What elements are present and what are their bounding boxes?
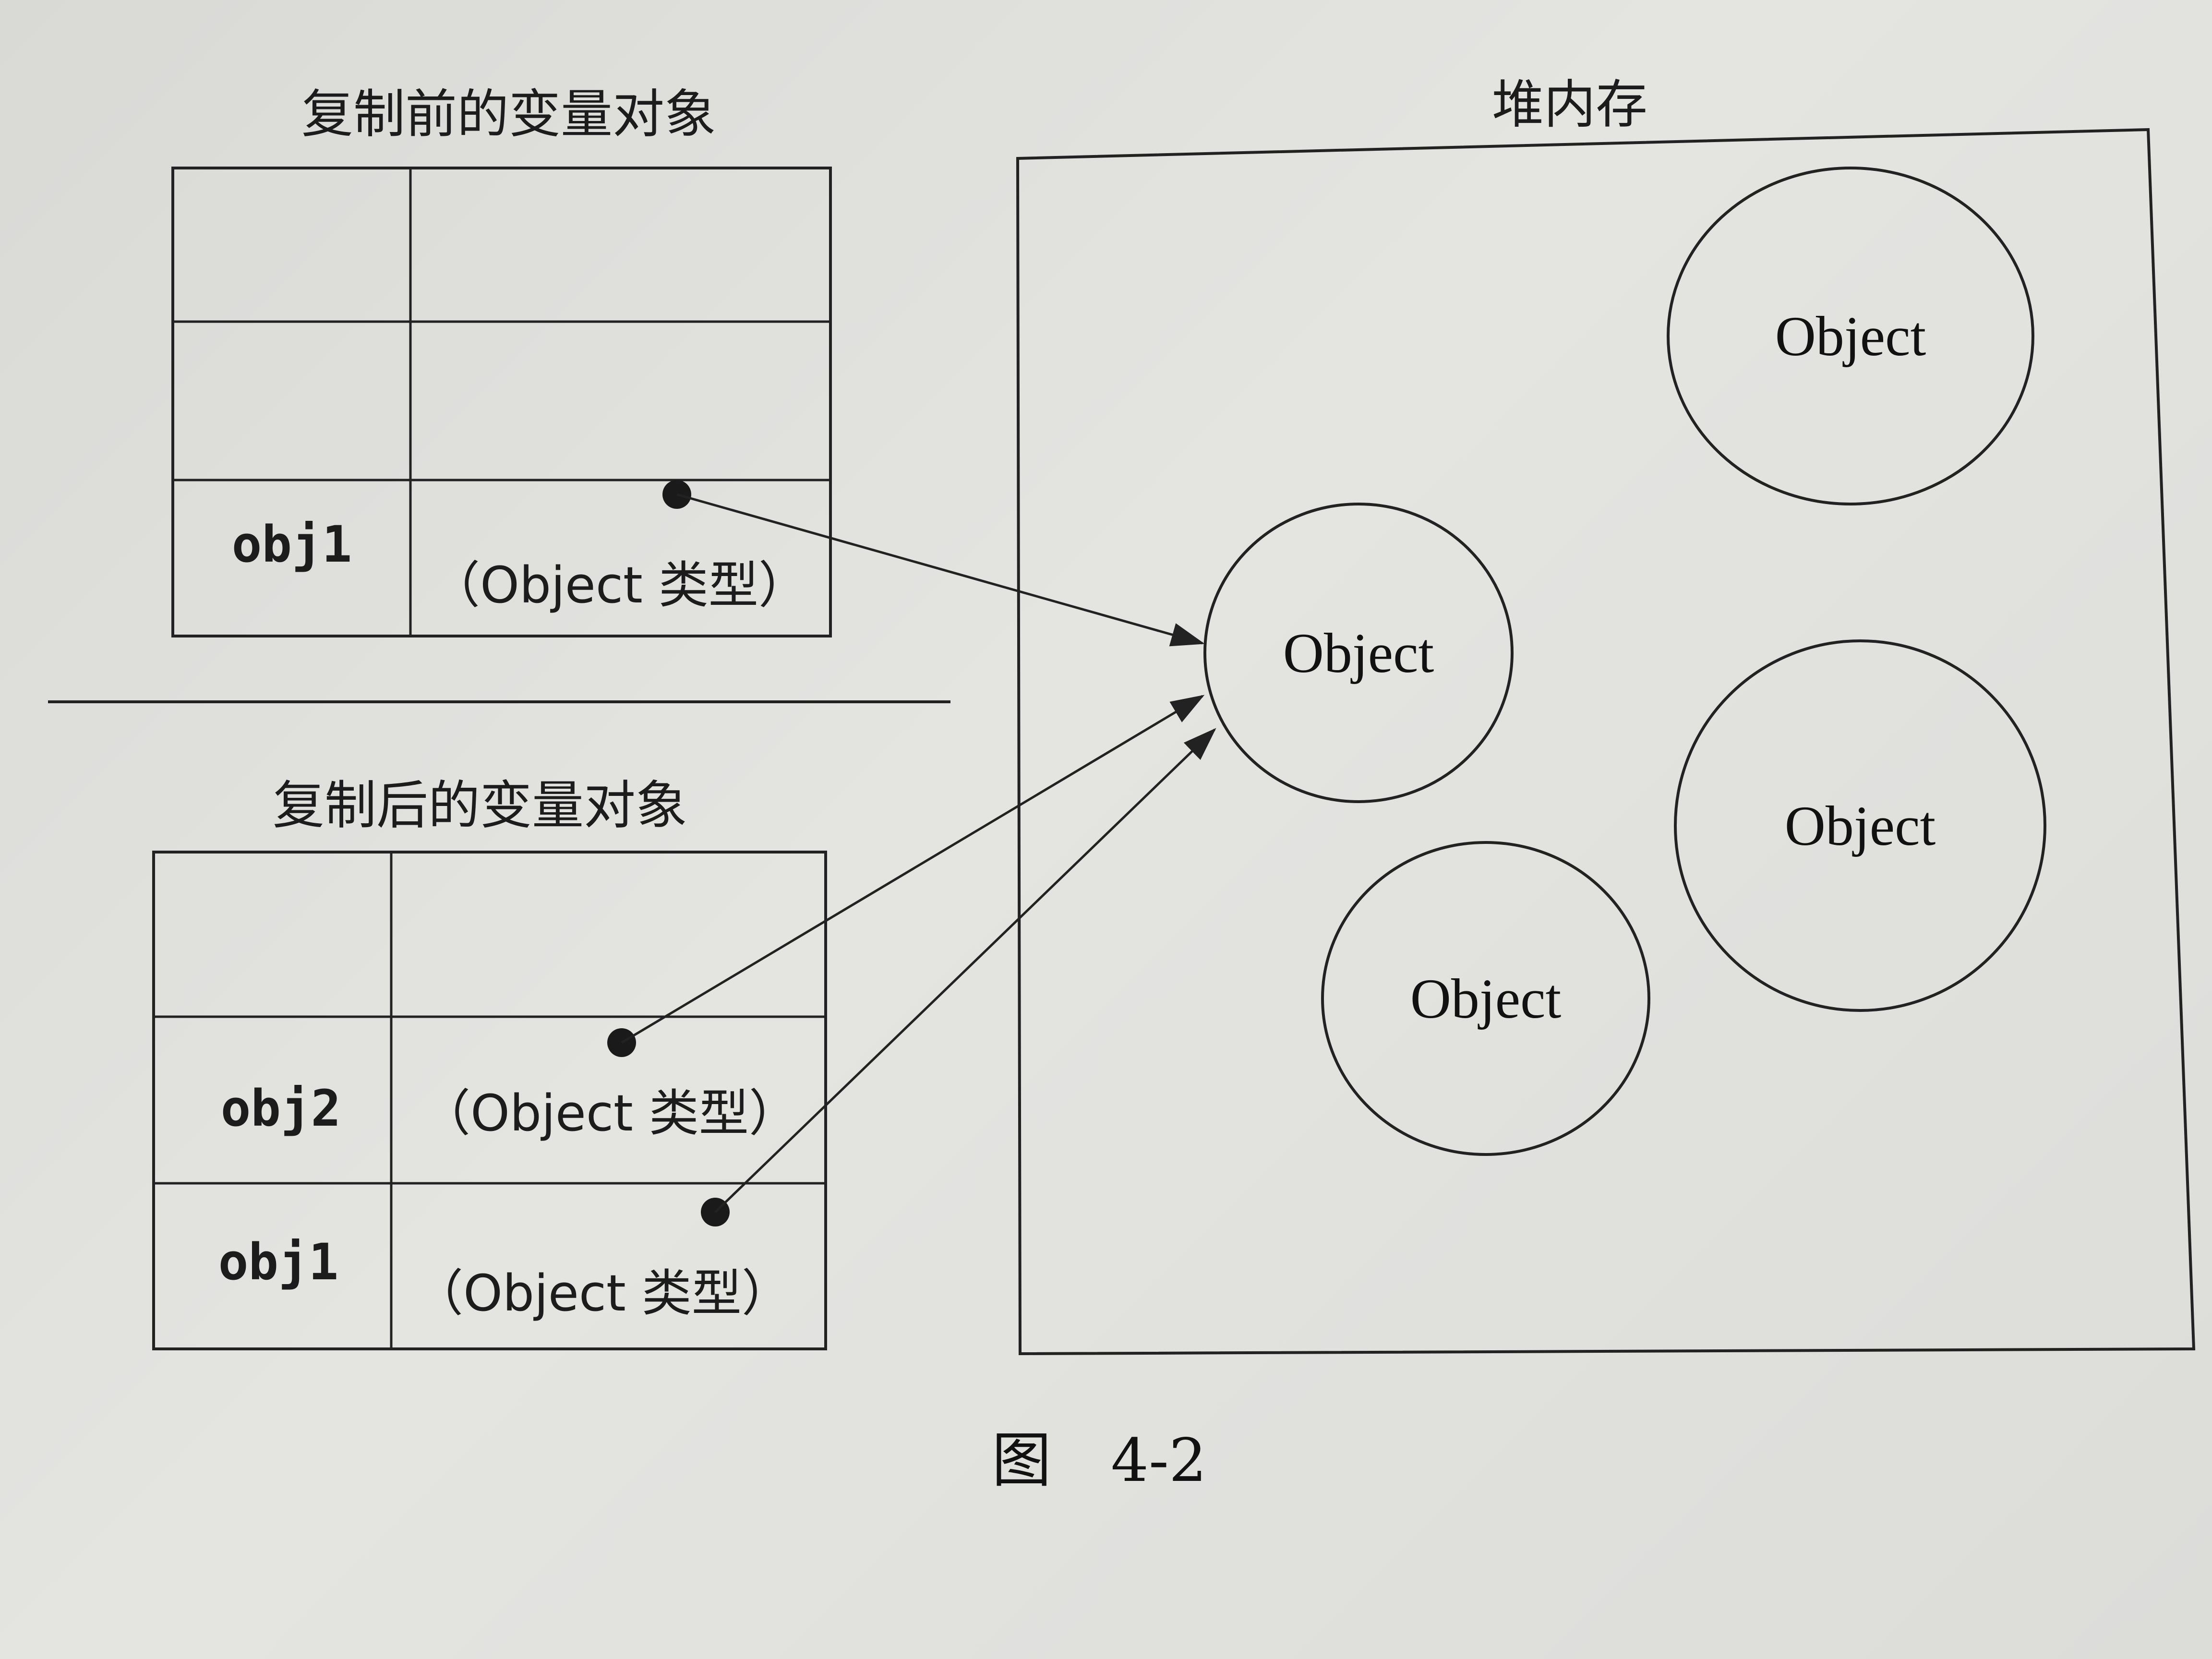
heap-object-label: Object [1410, 967, 1562, 1030]
before-copy-title: 复制前的变量对象 [301, 84, 716, 144]
heap-title: 堆内存 [1492, 75, 1647, 135]
before-row-obj1-value: （Object 类型） [430, 556, 808, 614]
before-table-border [171, 167, 832, 637]
heap-border [1016, 128, 2196, 1356]
after-row-obj2-value: （Object 类型） [421, 1084, 799, 1142]
after-row-obj2-name: obj2 [221, 1079, 341, 1138]
heap-object-label: Object [1785, 794, 1936, 857]
before-variable-table: obj1 （Object 类型） [171, 167, 832, 637]
before-obj1-reference-arrow [676, 493, 1205, 647]
heap-object-referenced [1203, 503, 1514, 803]
heap-object-label: Object [1775, 305, 1926, 368]
heap-object-referenced-label: Object [1283, 622, 1434, 685]
heap-object [1674, 639, 2046, 1012]
after-obj1-reference-arrow [714, 728, 1216, 1213]
heap-memory-box: Object Object Object Object [1016, 128, 2196, 1356]
after-row-obj1-name: obj1 [218, 1233, 338, 1291]
before-row-obj1-name: obj1 [232, 515, 352, 574]
heap-object [1667, 167, 2034, 505]
after-row-obj1-value: （Object 类型） [413, 1264, 792, 1322]
figure-caption: 图 4-2 [992, 1426, 1207, 1495]
heap-object [1321, 841, 1650, 1156]
after-variable-table: obj2 （Object 类型） obj1 （Object 类型） [152, 851, 827, 1350]
after-table-border [152, 851, 827, 1350]
after-obj2-reference-arrow [621, 695, 1205, 1044]
after-copy-title: 复制后的变量对象 [273, 776, 687, 836]
